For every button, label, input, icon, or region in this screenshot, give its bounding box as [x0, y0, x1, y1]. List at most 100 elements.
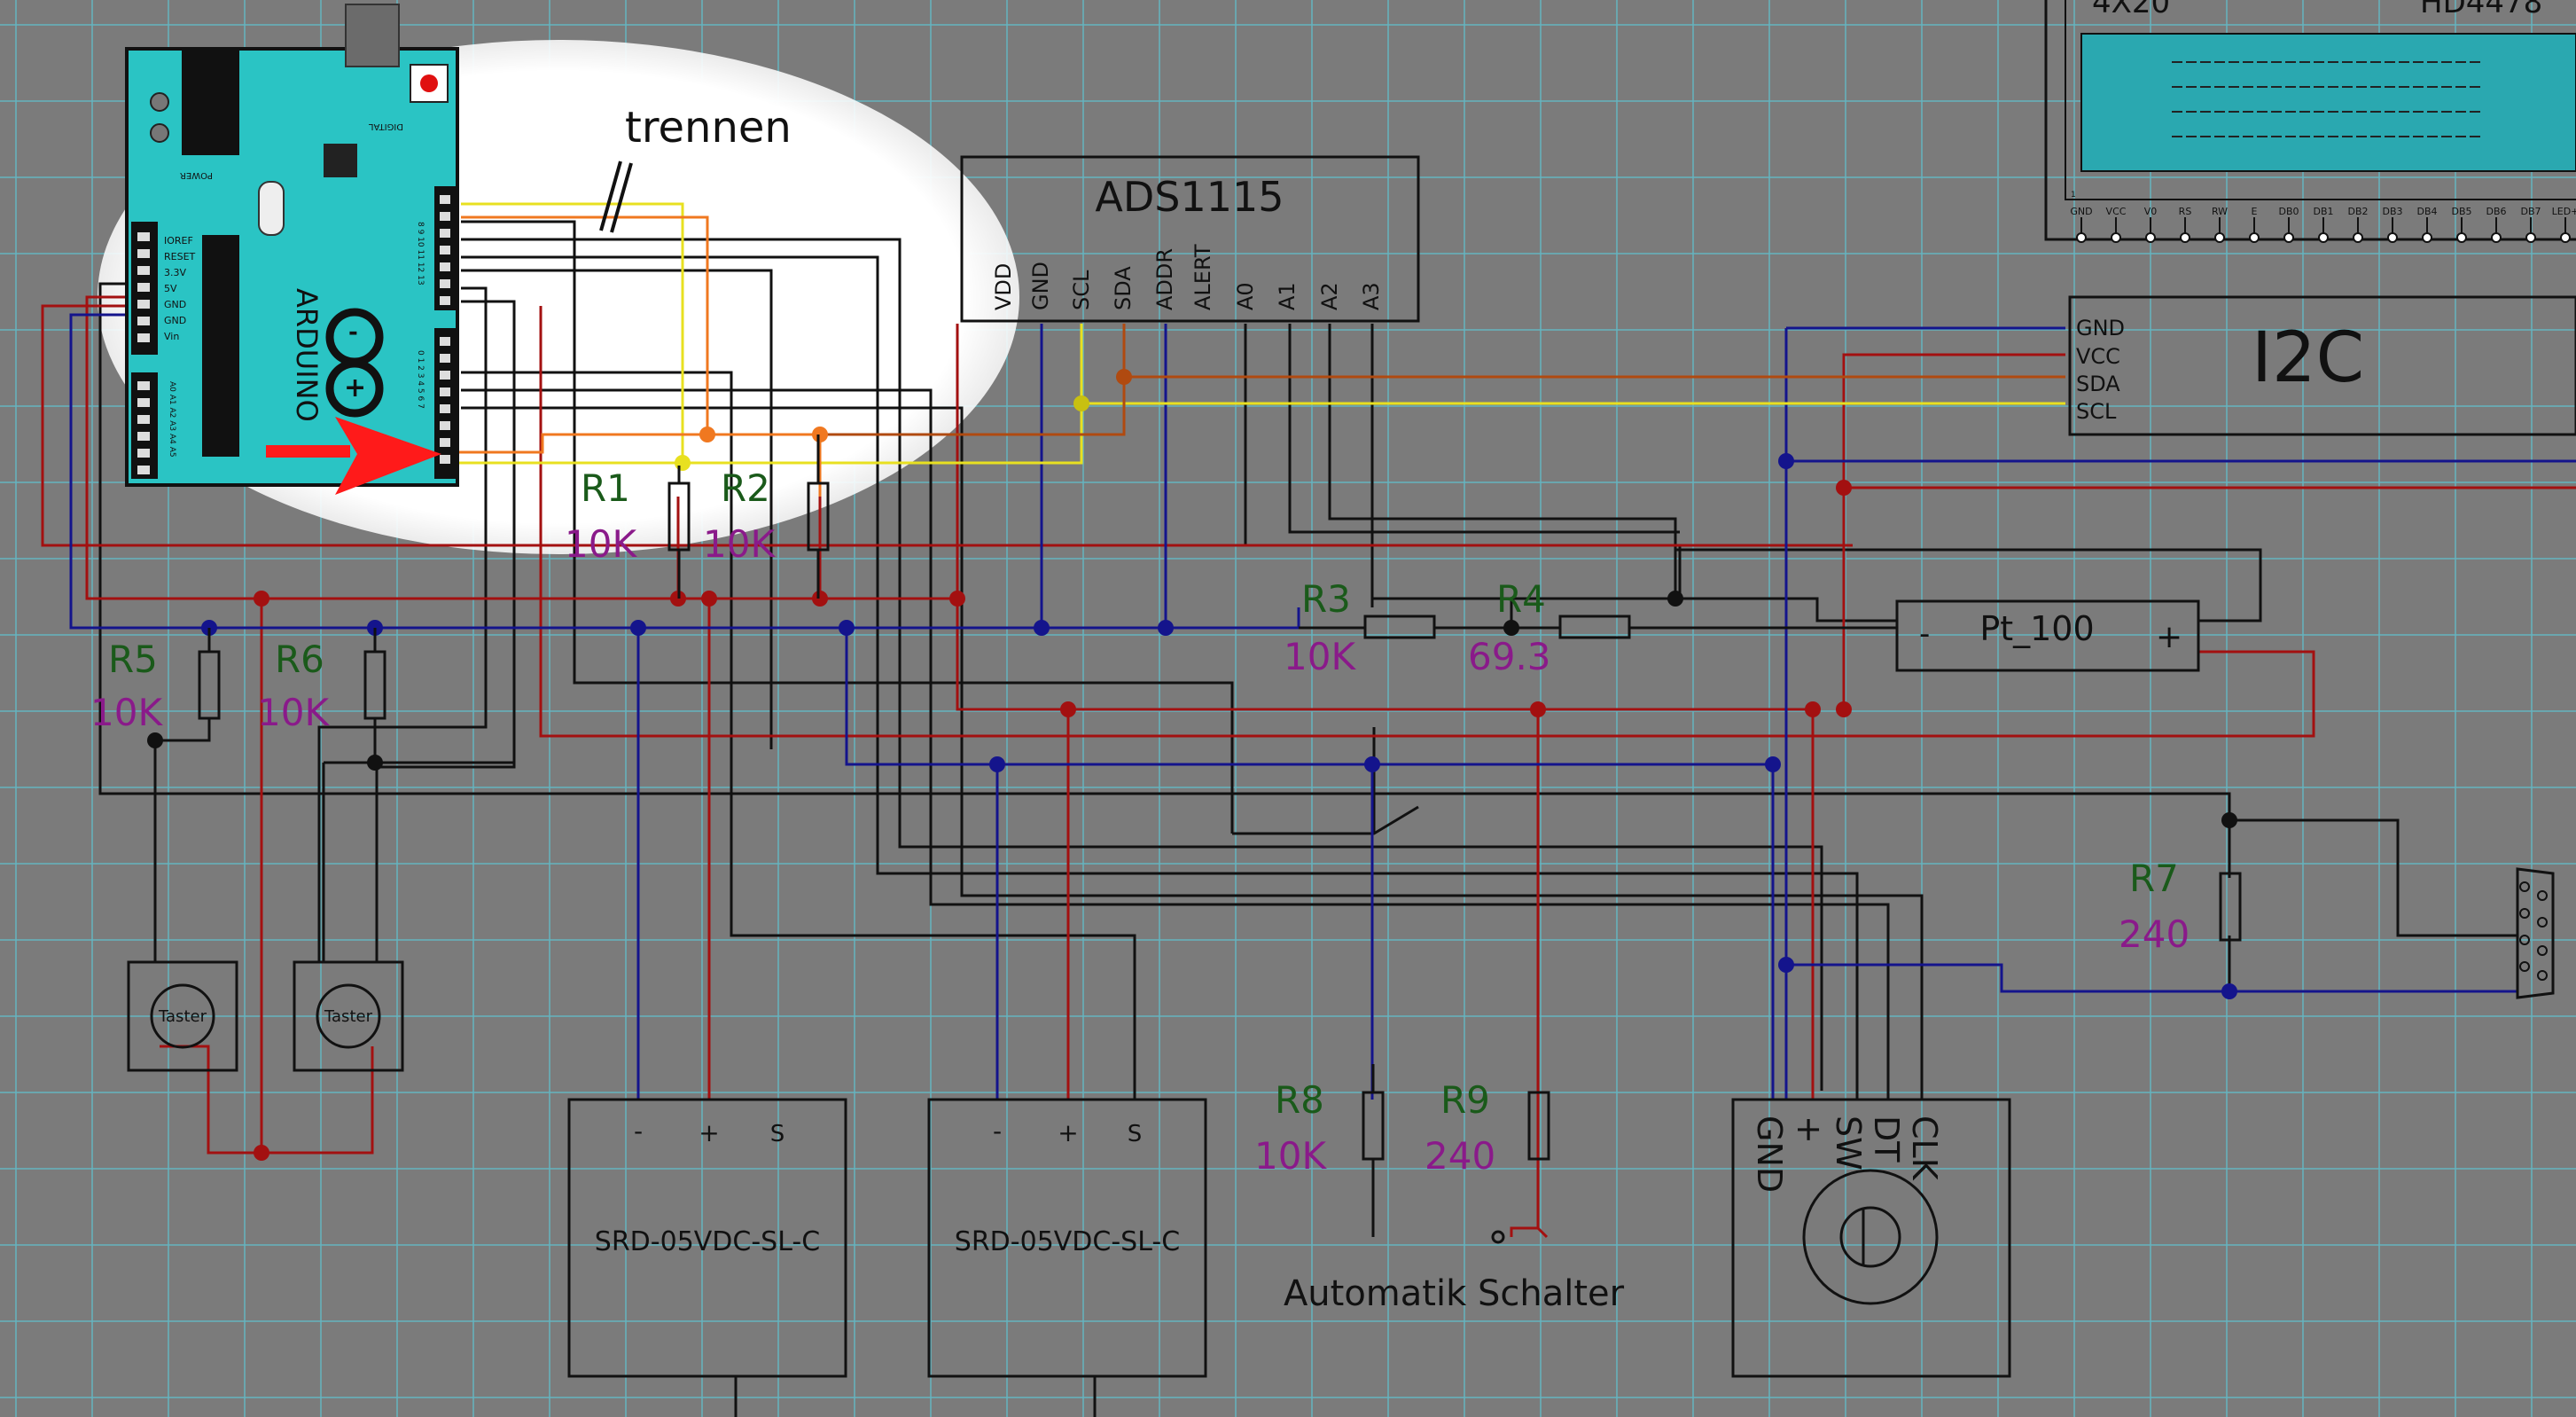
usb-connector	[345, 4, 400, 67]
resistor-r6-value: 10K	[257, 691, 330, 734]
ads1115-pin-a2: A2	[1317, 282, 1342, 310]
resistor-r9-name: R9	[1440, 1078, 1490, 1122]
taster-1-label: Taster	[158, 1007, 207, 1026]
relay-2-label: SRD-05VDC-SL-C	[955, 1226, 1180, 1257]
resistor-r1-name: R1	[581, 466, 630, 510]
arduino-power-pin-2: 3.3V	[164, 267, 186, 278]
wires-orange	[443, 215, 822, 497]
resistor-r6-body	[363, 650, 386, 720]
resistor-r5-value: 10K	[90, 691, 163, 734]
resistor-r8-body	[1362, 1091, 1385, 1161]
taster-2	[293, 960, 404, 1072]
resistor-r1-value: 10K	[565, 522, 637, 566]
arduino-pins	[137, 195, 450, 474]
i2c-pin-sda: SDA	[2076, 372, 2120, 396]
resistor-r8-value: 10K	[1254, 1134, 1327, 1178]
logo-minus: -	[348, 319, 358, 346]
resistor-r9-value: 240	[1425, 1134, 1495, 1178]
taster-2-circle	[316, 983, 381, 1049]
i2c-pin-vcc: VCC	[2076, 344, 2120, 369]
pt100-plus: +	[2156, 619, 2182, 655]
lcd-pin-10: DB4	[2416, 206, 2437, 217]
lcd-pin-4: RW	[2212, 206, 2228, 217]
ads1115-pin-alert: ALERT	[1190, 244, 1215, 310]
trennen-label: trennen	[625, 103, 792, 153]
resistor-r6-name: R6	[275, 638, 324, 681]
taster-1-circle	[150, 983, 215, 1049]
i2c-pin-gnd: GND	[2076, 316, 2125, 341]
lcd-pin-2: V0	[2144, 206, 2158, 217]
lcd-pin1-marker: 1	[2071, 191, 2076, 200]
relay-2-pin-s: S	[1128, 1121, 1143, 1147]
encoder-pin-gnd: GND	[1750, 1116, 1789, 1193]
lcd-pin-1: VCC	[2106, 206, 2127, 217]
relay-1-pin-s: S	[770, 1121, 785, 1147]
arduino-power-pin-0: IOREF	[164, 235, 193, 247]
lcd-pin-11: DB5	[2451, 206, 2471, 217]
i2c-module: I2C GND VCC SDA SCL	[2068, 295, 2576, 436]
switch-label: Automatik Schalter	[1284, 1273, 1625, 1314]
red-arrow	[266, 417, 441, 495]
lcd-pin-7: DB1	[2313, 206, 2333, 217]
relay-1-pin-plus: +	[699, 1118, 719, 1147]
relays: - + S SRD-05VDC-SL-C - + S SRD-05VDC-SL-…	[567, 1098, 1207, 1417]
resistor-r7-name: R7	[2129, 857, 2179, 900]
resistor-r7-value: 240	[2119, 912, 2190, 956]
ads1115-title: ADS1115	[1095, 173, 1284, 221]
arduino-power-pin-1: RESET	[164, 251, 196, 262]
relay-1	[567, 1098, 847, 1378]
resistor-r2-name: R2	[721, 466, 770, 510]
encoder-pin-dt: DT	[1867, 1116, 1906, 1163]
resistor-r8-name: R8	[1275, 1078, 1324, 1122]
resistor-r4-name: R4	[1496, 577, 1546, 621]
arduino-digital-labels-top: 8 9 10 11 12 13	[416, 222, 425, 286]
ads1115-pin-vdd: VDD	[991, 263, 1016, 310]
resistor-leads	[155, 434, 1897, 1237]
lcd-label-right: HD4478	[2420, 0, 2542, 20]
arduino-power-pin-3: 5V	[164, 283, 177, 294]
resistor-r9-body	[1527, 1091, 1550, 1161]
taster-1	[127, 960, 238, 1072]
logo-plus: +	[344, 372, 366, 403]
relay-2-pin-plus: +	[1058, 1118, 1078, 1147]
break-mark-2	[610, 162, 633, 233]
break-mark-1	[599, 160, 622, 231]
ads1115-pin-scl: SCL	[1069, 270, 1094, 310]
lcd-pin-9: DB3	[2382, 206, 2402, 217]
arduino-analog-labels: A0 A1 A2 A3 A4 A5	[168, 381, 176, 458]
pt100-sensor: Pt_100 - +	[1895, 599, 2200, 672]
resistor-r7-body	[2219, 872, 2242, 942]
ads1115-pin-addr: ADDR	[1152, 248, 1177, 310]
arduino-digital-labels-bottom: 0 1 2 3 4 5 6 7	[416, 350, 425, 409]
relay-1-pin-minus: -	[634, 1116, 643, 1146]
junction-dots	[147, 369, 2237, 1161]
arduino-power-pin-6: Vin	[164, 331, 179, 342]
ads1115-pin-a1: A1	[1275, 282, 1300, 310]
encoder-pin-plus: +	[1790, 1116, 1829, 1144]
ads1115-pin-a0: A0	[1233, 282, 1258, 310]
resistor-r3-name: R3	[1301, 577, 1351, 621]
lcd-pin-3: RS	[2179, 206, 2192, 217]
arduino-power-pin-4: GND	[164, 299, 186, 310]
lcd-pin-6: DB0	[2278, 206, 2299, 217]
ads1115-pin-a3: A3	[1359, 282, 1384, 310]
relay-1-label: SRD-05VDC-SL-C	[595, 1226, 820, 1257]
lcd-pin-5: E	[2252, 206, 2258, 217]
i2c-title: I2C	[2252, 318, 2364, 398]
arduino-power-pin-5: GND	[164, 315, 186, 326]
resistor-r3-value: 10K	[1284, 635, 1356, 678]
lcd-pin-13: DB7	[2520, 206, 2541, 217]
lcd-pin-8: DB2	[2347, 206, 2368, 217]
wire-brown-sda	[820, 324, 2065, 436]
dsub-connector	[2516, 867, 2555, 999]
lcd-pin-14: LED+	[2552, 206, 2576, 217]
ads1115-pin-gnd: GND	[1028, 262, 1053, 310]
i2c-pin-scl: SCL	[2076, 399, 2117, 424]
wires-black	[98, 220, 2517, 1100]
lcd-pin-12: DB6	[2486, 206, 2506, 217]
resistor-labels: R110KR210KR310KR469.3R510KR610KR7240R810…	[90, 466, 2190, 1178]
